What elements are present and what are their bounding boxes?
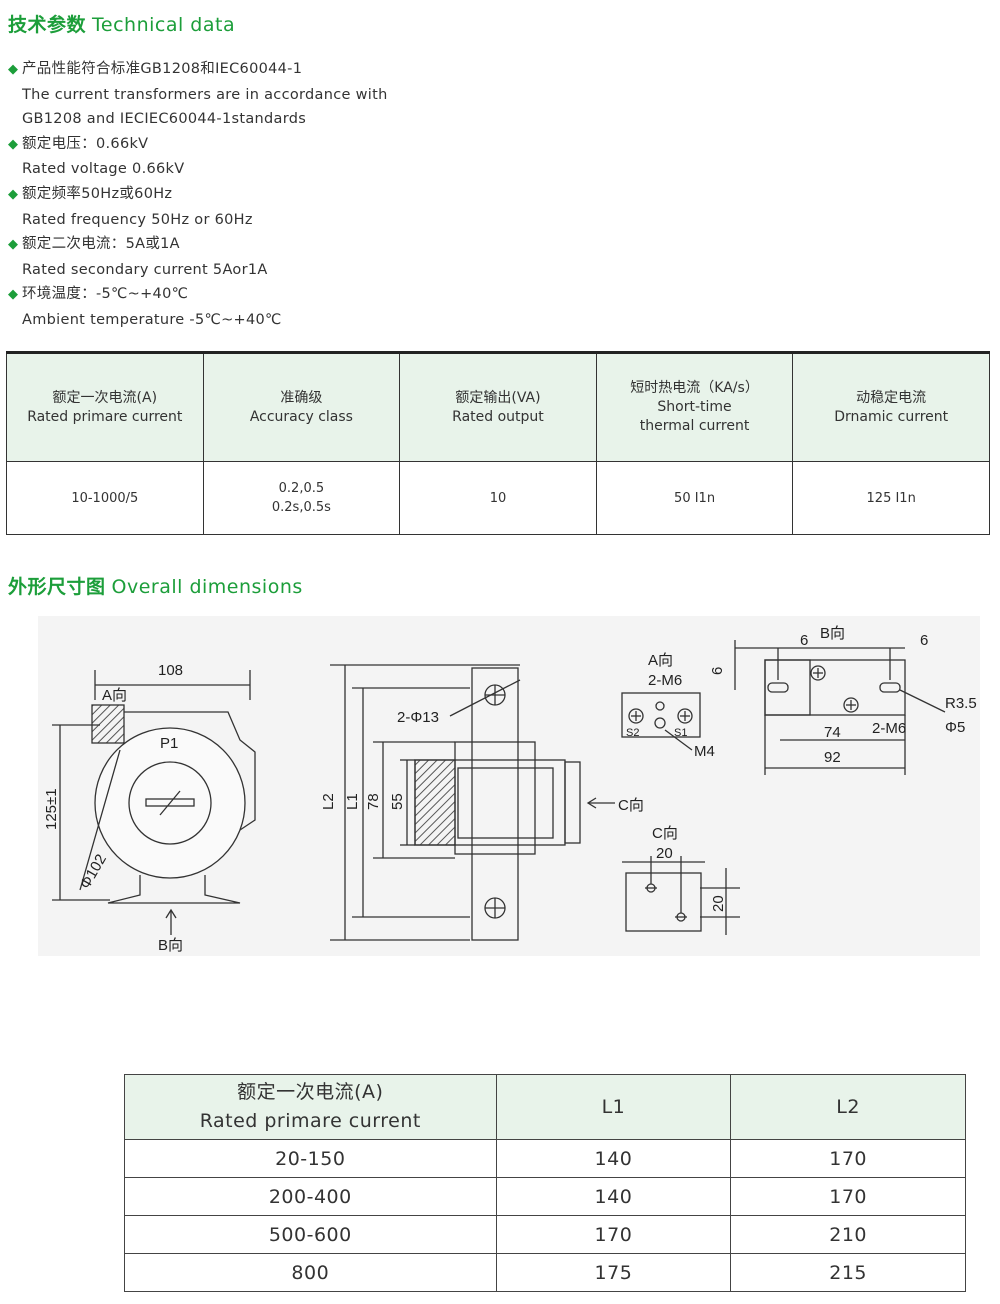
- table-cell: 10-1000/5: [6, 461, 204, 535]
- spec-item: ◆环境温度：-5℃~+40℃ Ambient temperature -5℃~+…: [8, 282, 568, 332]
- spec-list: ◆产品性能符合标准GB1208和IEC60044-1 The current t…: [8, 57, 568, 333]
- label-c-direction-arrow: C向: [618, 797, 644, 814]
- table-cell: 10: [399, 461, 597, 535]
- dimensions-table: 额定一次电流(A)Rated primare current L1 L2 20-…: [124, 1074, 966, 1292]
- table-cell: 20-150: [124, 1139, 497, 1178]
- label-2-phi13: 2-Φ13: [397, 709, 439, 726]
- label-20-a: 20: [656, 845, 673, 862]
- overall-dimensions-title-en: Overall dimensions: [111, 576, 303, 598]
- table-cell: 140: [495, 1177, 732, 1216]
- label-phi102: Φ102: [77, 851, 110, 892]
- label-6-c: 6: [709, 667, 726, 675]
- table-header-row: 额定一次电流(A)Rated primare current L1 L2: [124, 1074, 966, 1140]
- spec-line: Rated secondary current 5Aor1A: [22, 261, 268, 278]
- table-cell: 125 I1n: [792, 461, 990, 535]
- spec-line: Ambient temperature -5℃~+40℃: [22, 311, 282, 328]
- table-cell: 170: [495, 1215, 732, 1254]
- spec-line: 环境温度：-5℃~+40℃: [22, 286, 189, 303]
- table-cell: 170: [730, 1177, 966, 1216]
- table-cell: 50 I1n: [595, 461, 794, 535]
- spec-item: ◆额定二次电流：5A或1A Rated secondary current 5A…: [8, 232, 568, 282]
- label-6-b: 6: [920, 632, 928, 649]
- label-b-direction-2: B向: [820, 625, 845, 642]
- label-r3-5: R3.5: [945, 695, 977, 712]
- diamond-bullet-icon: ◆: [8, 287, 19, 303]
- label-c-direction: C向: [652, 825, 678, 842]
- spec-item: ◆额定频率50Hz或60Hz Rated frequency 50Hz or 6…: [8, 182, 568, 232]
- dimension-drawing: 108 A向 P1 125±1 Φ102 B向 2-Φ13 L2 L1 78 5…: [43, 625, 977, 954]
- table-cell: 210: [730, 1215, 966, 1254]
- table-cell: 200-400: [124, 1177, 497, 1216]
- diamond-bullet-icon: ◆: [8, 186, 19, 202]
- table-row: 200-400 140 170: [124, 1177, 966, 1216]
- spec-item: ◆额定电压：0.66kV Rated voltage 0.66kV: [8, 132, 568, 182]
- label-s2: S2: [626, 727, 639, 739]
- label-20-b: 20: [710, 895, 727, 912]
- table-cell: 140: [495, 1139, 732, 1178]
- header-l2: L2: [730, 1074, 966, 1140]
- label-s1: S1: [674, 727, 687, 739]
- header-l1: L1: [495, 1074, 732, 1140]
- a-direction-view: [621, 692, 701, 751]
- table-cell: 800: [124, 1253, 497, 1292]
- spec-line: GB1208 and IECIEC60044-1standards: [22, 111, 307, 128]
- table-row: 20-150 140 170: [124, 1139, 966, 1178]
- header-rated-primary-current: 额定一次电流(A)Rated primare current: [6, 352, 204, 462]
- diamond-bullet-icon: ◆: [8, 136, 19, 152]
- table-row: 500-600 170 210: [124, 1215, 966, 1254]
- table-row: 800 175 215: [124, 1253, 966, 1292]
- label-74: 74: [824, 724, 841, 741]
- c-direction-view: [622, 856, 740, 935]
- spec-line: Rated voltage 0.66kV: [22, 161, 185, 178]
- label-a-direction-2: A向: [648, 652, 673, 669]
- front-view: [52, 670, 256, 935]
- table-cell: 170: [730, 1139, 966, 1178]
- spec-line: 额定电压：0.66kV: [22, 135, 149, 152]
- table-cell: 175: [495, 1253, 732, 1292]
- label-78: 78: [365, 793, 382, 810]
- label-b-direction: B向: [158, 937, 183, 954]
- label-6-a: 6: [800, 632, 808, 649]
- label-92: 92: [824, 749, 841, 766]
- side-view: [330, 664, 615, 941]
- label-l2: L2: [320, 793, 337, 810]
- technical-data-title-cn: 技术参数: [8, 14, 87, 36]
- spec-line: 产品性能符合标准GB1208和IEC60044-1: [22, 61, 303, 77]
- label-m4: M4: [694, 743, 715, 760]
- label-a-direction: A向: [102, 687, 127, 704]
- spec-line: 额定二次电流：5A或1A: [22, 236, 180, 253]
- b-direction-view: [734, 640, 946, 775]
- label-125: 125±1: [43, 788, 60, 830]
- header-rated-primary-current: 额定一次电流(A)Rated primare current: [124, 1074, 497, 1140]
- label-p1: P1: [160, 735, 178, 752]
- technical-data-title-en: Technical data: [92, 14, 236, 36]
- label-2-m6-b: 2-M6: [872, 720, 906, 737]
- label-55: 55: [389, 793, 406, 810]
- spec-item: ◆产品性能符合标准GB1208和IEC60044-1 The current t…: [8, 57, 568, 132]
- overall-dimensions-title-cn: 外形尺寸图: [8, 576, 106, 598]
- table-cell: 215: [730, 1253, 966, 1292]
- spec-line: 额定频率50Hz或60Hz: [22, 185, 173, 202]
- label-phi5: Φ5: [945, 719, 965, 736]
- spec-line: The current transformers are in accordan…: [22, 86, 388, 103]
- label-2-m6: 2-M6: [648, 672, 682, 689]
- label-l1: L1: [344, 793, 361, 810]
- table-cell: 500-600: [124, 1215, 497, 1254]
- diamond-bullet-icon: ◆: [8, 62, 19, 77]
- spec-line: Rated frequency 50Hz or 60Hz: [22, 211, 253, 228]
- header-rated-output: 额定输出(VA)Rated output: [399, 352, 597, 462]
- diamond-bullet-icon: ◆: [8, 237, 19, 253]
- label-108: 108: [158, 662, 183, 679]
